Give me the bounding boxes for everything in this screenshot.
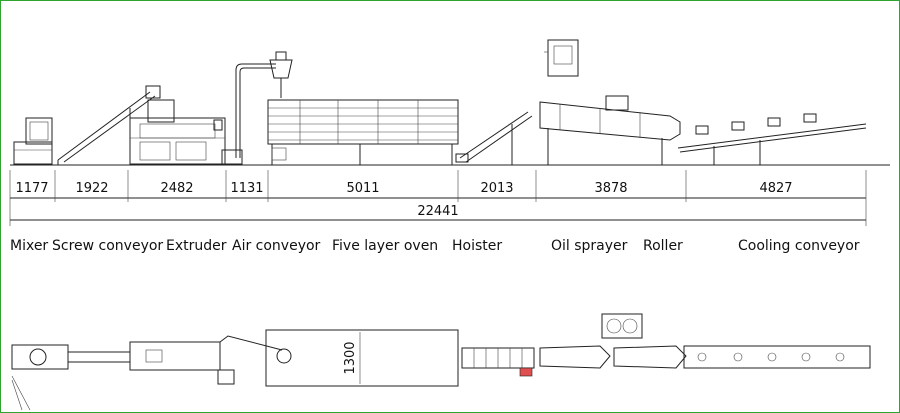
plan-screw-conveyor <box>67 351 131 363</box>
dim-total: 22441 <box>417 204 458 219</box>
label-oil-sprayer: Oil sprayer <box>551 238 628 254</box>
extruder-machine <box>129 99 226 165</box>
plan-oven: 1300 <box>265 329 459 387</box>
label-mixer: Mixer <box>10 238 48 254</box>
plan-cooling-conveyor <box>683 345 871 369</box>
dim-oil-sprayer: 3878 <box>594 181 627 196</box>
plan-view: 1300 <box>11 313 871 411</box>
dim-width: 1300 <box>343 341 358 374</box>
plan-roller <box>539 313 687 369</box>
dim-mixer: 1177 <box>15 181 48 196</box>
elevation-view: 1177 1922 2482 1131 5011 2013 3878 4827 … <box>9 39 890 254</box>
dim-screw-conveyor: 1922 <box>75 181 108 196</box>
screw-conveyor-machine <box>57 85 161 165</box>
roller-machine <box>539 95 681 165</box>
label-oven: Five layer oven <box>332 238 438 254</box>
five-layer-oven <box>267 99 459 165</box>
dim-air-conveyor: 1131 <box>230 181 263 196</box>
label-roller: Roller <box>643 238 683 254</box>
dim-oven: 5011 <box>346 181 379 196</box>
plan-mixer <box>11 344 69 411</box>
cooling-conveyor-machine <box>677 113 867 165</box>
oil-sprayer-machine <box>544 39 579 77</box>
label-air-conveyor: Air conveyor <box>232 238 321 254</box>
dim-hoister: 2013 <box>480 181 513 196</box>
dimension-chain <box>9 170 867 226</box>
dim-cooling: 4827 <box>759 181 792 196</box>
label-cooling-conveyor: Cooling conveyor <box>738 238 860 254</box>
plan-air-conveyor <box>219 335 292 364</box>
label-extruder: Extruder <box>166 238 227 254</box>
plan-hoister <box>461 347 535 377</box>
label-screw-conveyor: Screw conveyor <box>52 238 163 254</box>
dim-extruder: 2482 <box>160 181 193 196</box>
label-hoister: Hoister <box>452 238 502 254</box>
mixer-machine <box>13 117 53 165</box>
air-conveyor-machine <box>221 51 293 165</box>
plan-extruder <box>129 341 235 385</box>
hoister-machine <box>455 111 533 165</box>
